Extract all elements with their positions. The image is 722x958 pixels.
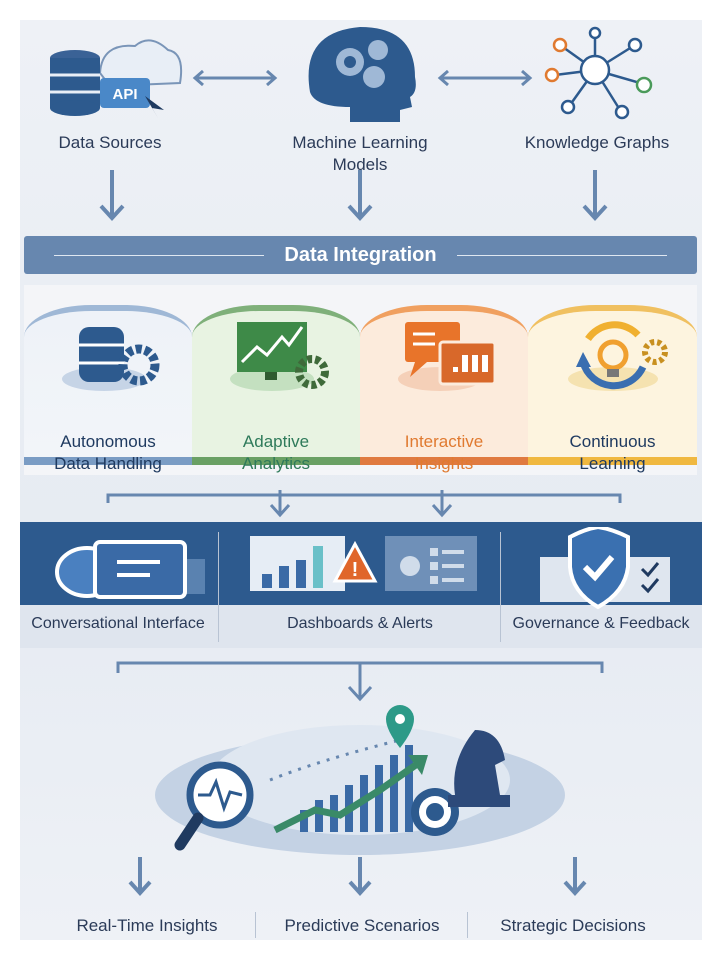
- shield-checklist-icon: [540, 527, 670, 610]
- capability-label: Continuous: [569, 432, 656, 451]
- merge-connector: [106, 490, 622, 518]
- bidirectional-arrows: [192, 69, 533, 87]
- svg-text:API: API: [112, 86, 137, 103]
- real-time-insights-label: Real-Time Insights: [76, 916, 218, 935]
- data-integration-bar: Data Integration: [24, 236, 697, 274]
- ml-models-label-2: Models: [332, 155, 388, 174]
- analytics-monitor-icon: [230, 322, 329, 391]
- capability-label: Autonomous: [60, 432, 156, 451]
- dashboard-alert-icon: !: [250, 536, 477, 591]
- data-sources-label: Data Sources: [58, 133, 162, 152]
- chat-interface-icon: [55, 540, 205, 599]
- dashboards-alerts-label: Dashboards & Alerts: [287, 615, 433, 632]
- ml-models-label-1: Machine Learning: [292, 133, 428, 152]
- strategic-decisions-label: Strategic Decisions: [500, 916, 646, 935]
- capability-label: Learning: [579, 454, 646, 473]
- predictive-scenarios-label: Predictive Scenarios: [284, 916, 440, 935]
- outcome-arrows: [128, 857, 587, 896]
- interfaces-band: ! Conversational Interface Dashboards & …: [20, 522, 702, 648]
- conversational-interface-label: Conversational Interface: [31, 615, 205, 632]
- governance-feedback-label: Governance & Feedback: [512, 615, 690, 632]
- knowledge-graph-icon: [544, 26, 653, 120]
- capability-label: Adaptive: [242, 432, 310, 451]
- lightbulb-cycle-icon: [568, 321, 668, 391]
- database-gear-icon: [62, 327, 160, 391]
- data-integration-title: Data Integration: [284, 244, 437, 266]
- capability-label: Interactive: [404, 432, 484, 451]
- chat-bubbles-chart-icon: [398, 322, 497, 391]
- capability-label: Data Handling: [54, 454, 162, 473]
- knowledge-graphs-label: Knowledge Graphs: [524, 133, 670, 152]
- capability-label: Insights: [414, 454, 474, 473]
- brain-head-gears-icon: [308, 27, 416, 122]
- capability-label: Analytics: [241, 454, 311, 473]
- database-cloud-api-icon: API: [50, 39, 183, 118]
- svg-text:!: !: [352, 559, 359, 581]
- down-arrows: [99, 170, 608, 221]
- decision-insights-illustration: [155, 705, 565, 855]
- converge-connector: [116, 661, 604, 702]
